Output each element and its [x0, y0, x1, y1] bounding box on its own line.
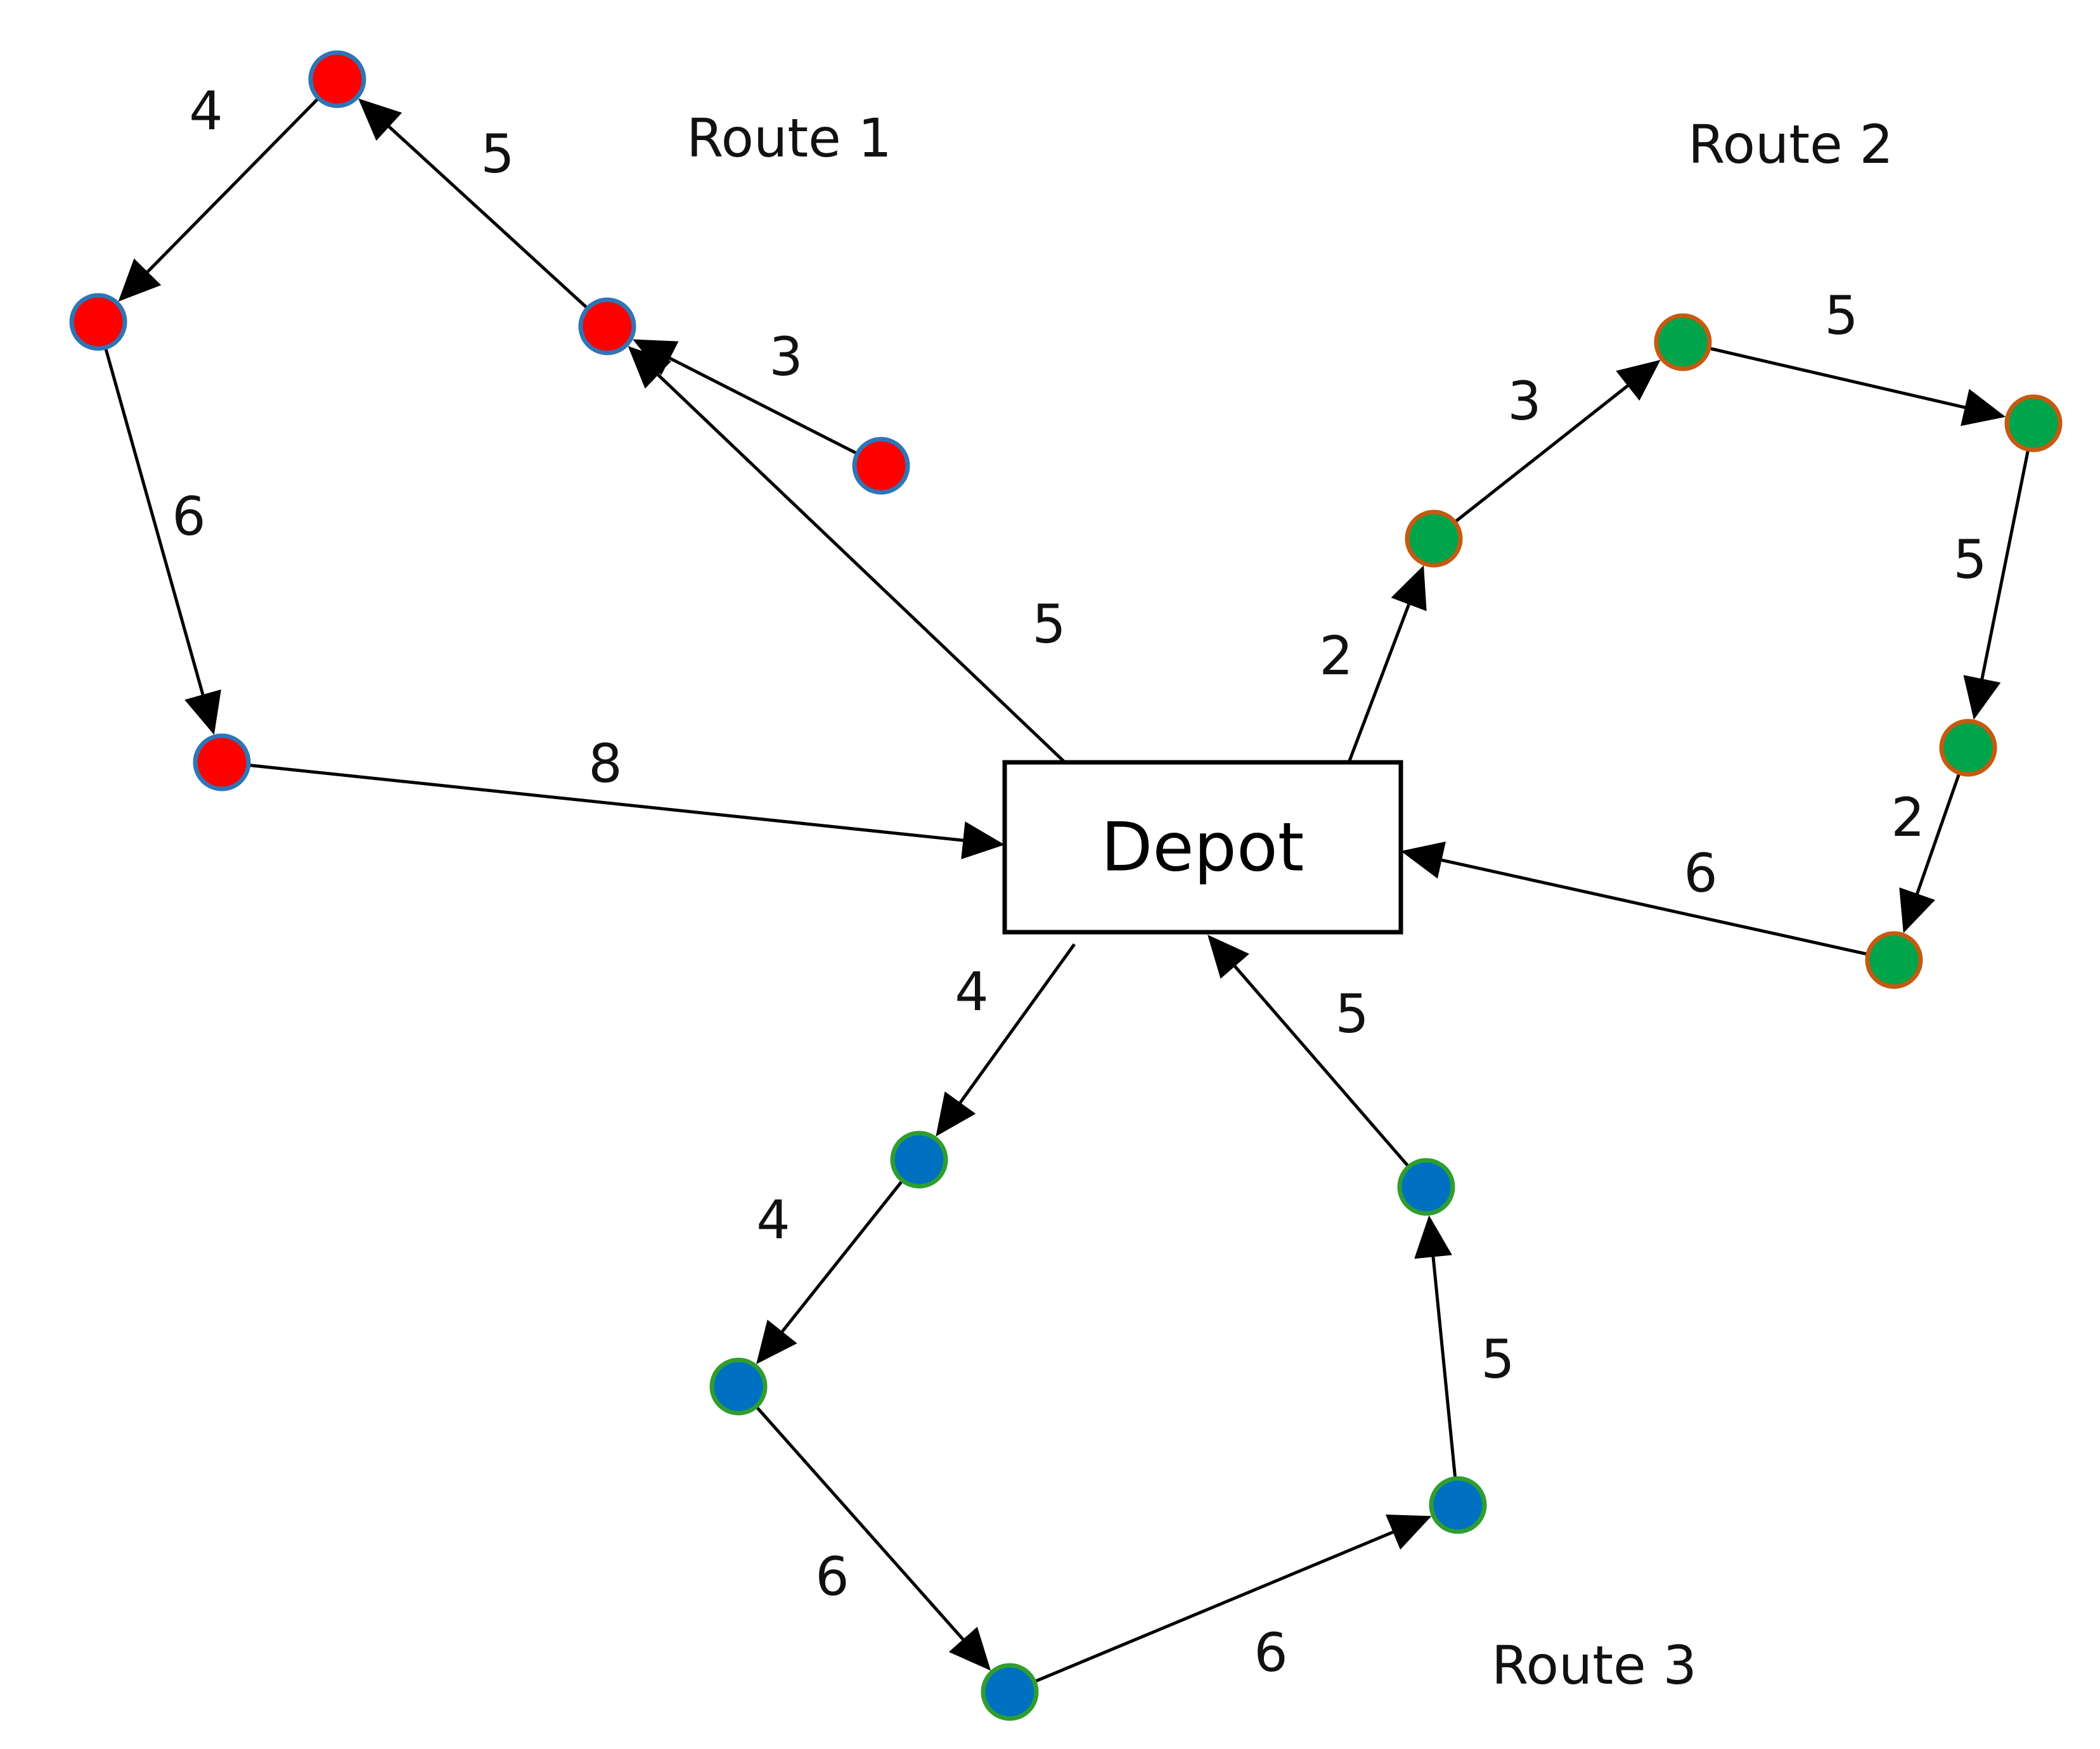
route1-node-2 [578, 297, 636, 356]
route2-edge-weight-2: 3 [1507, 370, 1541, 432]
route1-edge-5 [103, 347, 205, 698]
route1-node-1 [852, 437, 910, 495]
route2-arrowhead-3 [1961, 388, 2006, 426]
route2-edge-weight-3: 5 [1824, 285, 1858, 347]
route2-node-2 [1654, 313, 1712, 371]
route2-edge-weight-5: 2 [1891, 786, 1924, 849]
route2-node-5 [1865, 931, 1923, 989]
route3-arrowhead-4 [1386, 1515, 1432, 1550]
route1-edge-2 [667, 356, 858, 456]
route3-edge-4 [1033, 1529, 1396, 1684]
route3-edge-weight-1: 4 [955, 961, 988, 1023]
route2-arrowhead-1 [1391, 565, 1427, 612]
edges-layer [103, 97, 2030, 1684]
route1-edge-weight-1: 5 [1032, 593, 1066, 655]
route1-title: Route 1 [686, 107, 892, 169]
route3-edge-1 [957, 943, 1076, 1106]
route1-arrowhead-3 [358, 98, 403, 141]
route3-edge-6 [1232, 963, 1410, 1168]
route1-edge-weight-6: 8 [588, 733, 622, 795]
route3-edge-weight-4: 6 [1254, 1622, 1287, 1684]
route2-arrowhead-2 [1616, 359, 1661, 401]
route1-edge-weight-4: 4 [189, 80, 222, 142]
route3-node-2 [709, 1357, 768, 1416]
route2-node-1 [1405, 509, 1463, 568]
route1-edge-4 [145, 97, 320, 275]
depot-label: Depot [1101, 809, 1304, 887]
route3-node-3 [981, 1663, 1039, 1721]
route3-edge-weight-5: 5 [1481, 1328, 1514, 1390]
route1-node-5 [193, 733, 251, 791]
route2-arrowhead-4 [1963, 675, 2001, 720]
route1-edge-weight-2: 3 [769, 326, 802, 388]
nodes-layer [69, 50, 2063, 1721]
route1-edge-3 [386, 124, 589, 310]
route1-arrowhead-2 [633, 339, 679, 376]
route3-edge-weight-6: 5 [1335, 983, 1369, 1045]
route3-node-1 [890, 1131, 948, 1189]
route2-edge-3 [1708, 347, 1968, 410]
route3-arrowhead-2 [756, 1319, 797, 1364]
depot: Depot [1002, 760, 1403, 935]
route1-edge-1 [655, 372, 1066, 764]
route2-arrowhead-5 [1899, 887, 1935, 933]
route2-node-3 [2004, 394, 2063, 452]
route3-edge-weight-3: 6 [815, 1546, 849, 1608]
route2-edge-weight-6: 6 [1684, 842, 1717, 904]
route3-edge-5 [1431, 1254, 1457, 1479]
route3-node-4 [1429, 1476, 1487, 1534]
route2-edge-6 [1438, 857, 1869, 956]
route2-edge-1 [1347, 601, 1412, 763]
route2-edge-5 [1914, 772, 1961, 897]
route3-arrowhead-3 [948, 1627, 991, 1671]
route1-edge-6 [248, 763, 966, 842]
route3-edge-3 [755, 1405, 966, 1643]
depot-box [1002, 760, 1403, 935]
route3-node-5 [1397, 1158, 1455, 1216]
route3-edge-weight-2: 4 [756, 1189, 790, 1251]
route2-edge-2 [1453, 383, 1631, 523]
route3-arrowhead-5 [1414, 1215, 1452, 1259]
route3-title: Route 3 [1491, 1634, 1697, 1696]
route2-node-4 [1939, 719, 1997, 777]
route3-arrowhead-1 [936, 1091, 976, 1137]
route1-edge-weight-5: 6 [172, 485, 205, 548]
route2-arrowhead-6 [1401, 841, 1446, 879]
route3-edge-2 [779, 1179, 904, 1335]
route1-arrowhead-1 [628, 346, 672, 389]
route1-edge-weight-3: 5 [480, 123, 514, 185]
route1-node-3 [308, 50, 366, 108]
route3-arrowhead-6 [1208, 935, 1249, 979]
route2-edge-weight-1: 2 [1319, 625, 1353, 687]
route2-edge-4 [1980, 449, 2030, 682]
route1-arrowhead-4 [118, 258, 162, 302]
route1-arrowhead-5 [184, 689, 221, 735]
route1-node-4 [69, 293, 127, 351]
route2-edge-weight-4: 5 [1953, 529, 1987, 591]
route1-arrowhead-6 [961, 821, 1005, 859]
route2-title: Route 2 [1688, 113, 1893, 176]
